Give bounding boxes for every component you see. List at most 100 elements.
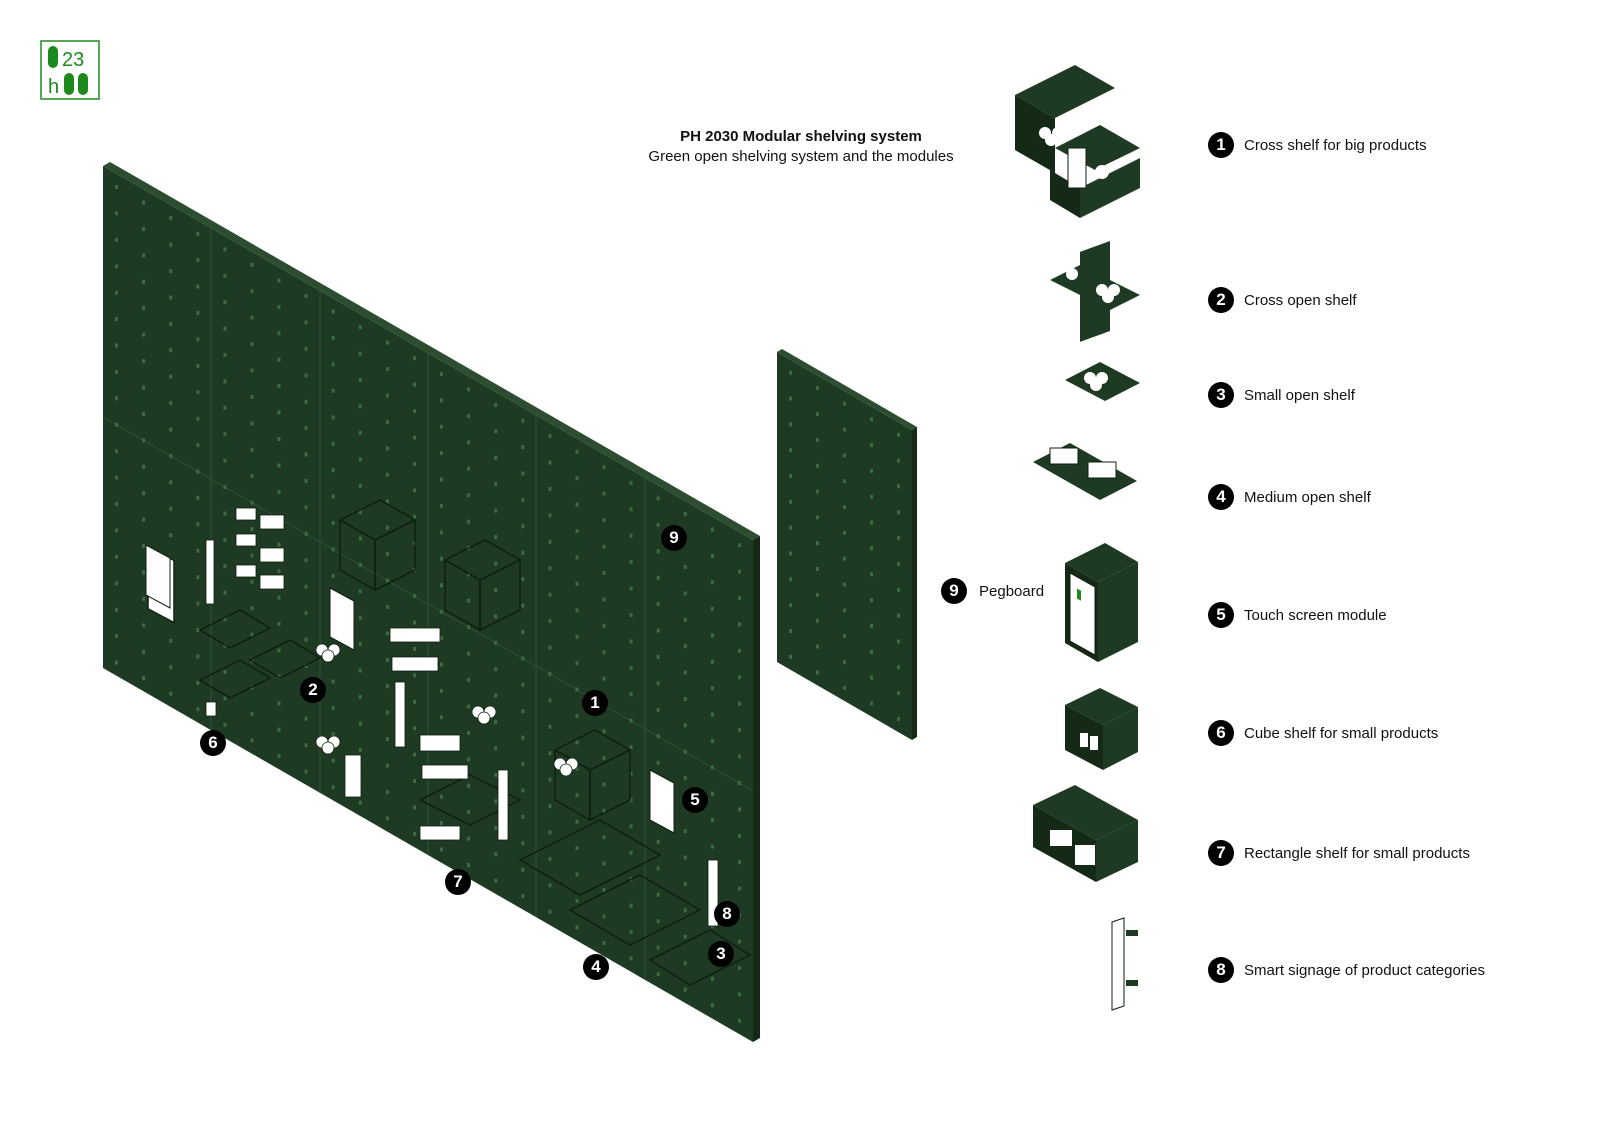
peg-hole: [196, 363, 200, 368]
pegboard-label: 9 Pegboard: [941, 578, 1044, 604]
peg-hole: [440, 847, 443, 852]
peg-hole: [358, 457, 362, 462]
peg-hole: [656, 945, 660, 950]
peg-hole: [115, 237, 118, 242]
peg-hole: [331, 785, 335, 790]
peg-hole: [331, 468, 335, 473]
peg-hole: [629, 956, 633, 961]
peg-hole: [575, 476, 579, 481]
legend-num: 6: [1208, 720, 1234, 746]
peg-hole: [710, 659, 714, 664]
peg-hole: [602, 491, 606, 496]
legend-num: 4: [1208, 484, 1234, 510]
peg-hole: [142, 227, 146, 231]
peg-hole: [331, 415, 335, 420]
peg-hole: [656, 892, 660, 897]
callout-5: 5: [682, 787, 708, 813]
callout-1: 1: [582, 690, 608, 716]
peg-hole: [142, 279, 146, 284]
peg-hole: [304, 320, 308, 325]
peg-hole: [656, 628, 660, 633]
peg-hole: [789, 499, 792, 504]
legend-label: Cross shelf for big products: [1244, 136, 1427, 154]
peg-hole: [385, 472, 389, 477]
peg-hole: [467, 625, 471, 630]
peg-hole: [521, 550, 525, 555]
peg-hole: [169, 691, 173, 696]
peg-hole: [575, 581, 579, 586]
peg-hole: [142, 544, 146, 548]
peg-hole: [250, 553, 254, 558]
peg-hole: [897, 691, 900, 696]
legend-num: 1: [1208, 132, 1234, 158]
peg-hole: [250, 421, 254, 426]
peg-hole: [385, 420, 389, 424]
peg-hole: [602, 755, 606, 760]
peg-hole: [789, 422, 792, 427]
peg-hole: [816, 644, 819, 649]
peg-hole: [304, 716, 308, 721]
peg-hole: [710, 976, 714, 981]
legend-item-5: 5 Touch screen module: [1208, 600, 1387, 630]
peg-hole: [250, 474, 254, 479]
peg-hole: [331, 732, 335, 737]
peg-hole: [683, 723, 687, 728]
peg-hole: [575, 713, 579, 718]
peg-hole: [548, 698, 552, 703]
peg-hole: [250, 342, 254, 347]
peg-hole: [169, 665, 173, 670]
pegboard-num: 9: [941, 578, 967, 604]
peg-hole: [169, 216, 173, 221]
peg-hole: [738, 675, 741, 680]
legend-item-8: 8 Smart signage of product categories: [1208, 955, 1485, 985]
peg-hole: [358, 536, 362, 541]
peg-hole: [250, 262, 254, 267]
peg-hole: [629, 824, 633, 829]
peg-hole: [331, 388, 335, 393]
peg-hole: [602, 861, 606, 866]
peg-hole: [142, 596, 146, 601]
peg-hole: [710, 1003, 714, 1008]
peg-hole: [223, 353, 227, 357]
peg-hole: [223, 537, 227, 542]
peg-hole: [656, 839, 660, 844]
peg-hole: [602, 729, 606, 734]
peg-hole: [223, 273, 227, 278]
peg-hole: [575, 846, 579, 851]
peg-hole: [602, 571, 606, 575]
peg-hole: [710, 606, 714, 611]
peg-hole: [816, 541, 819, 546]
legend-item-1: 1 Cross shelf for big products: [1208, 130, 1427, 160]
peg-hole: [169, 427, 173, 432]
peg-hole: [575, 634, 579, 639]
peg-hole: [843, 401, 846, 406]
peg-hole: [142, 491, 146, 496]
peg-hole: [494, 772, 498, 777]
peg-hole: [816, 618, 819, 623]
peg-hole: [494, 852, 498, 857]
peg-hole: [656, 681, 660, 686]
peg-hole: [467, 810, 471, 815]
legend-item-2: 2 Cross open shelf: [1208, 285, 1357, 315]
peg-hole: [358, 747, 362, 752]
peg-hole: [413, 805, 416, 810]
peg-hole: [440, 451, 443, 456]
peg-hole: [250, 632, 254, 637]
peg-hole: [548, 539, 552, 544]
peg-hole: [816, 567, 819, 571]
peg-hole: [521, 762, 525, 767]
peg-hole: [683, 644, 687, 649]
peg-hole: [548, 672, 552, 676]
peg-hole: [789, 577, 792, 582]
peg-hole: [710, 739, 714, 743]
peg-hole: [548, 619, 552, 624]
peg-hole: [656, 549, 660, 554]
peg-hole: [738, 648, 741, 653]
peg-hole: [548, 830, 552, 835]
peg-hole: [413, 831, 416, 836]
peg-hole: [738, 728, 741, 733]
peg-hole: [843, 685, 846, 690]
peg-hole: [115, 528, 118, 533]
peg-hole: [385, 789, 389, 794]
peg-hole: [277, 410, 281, 415]
